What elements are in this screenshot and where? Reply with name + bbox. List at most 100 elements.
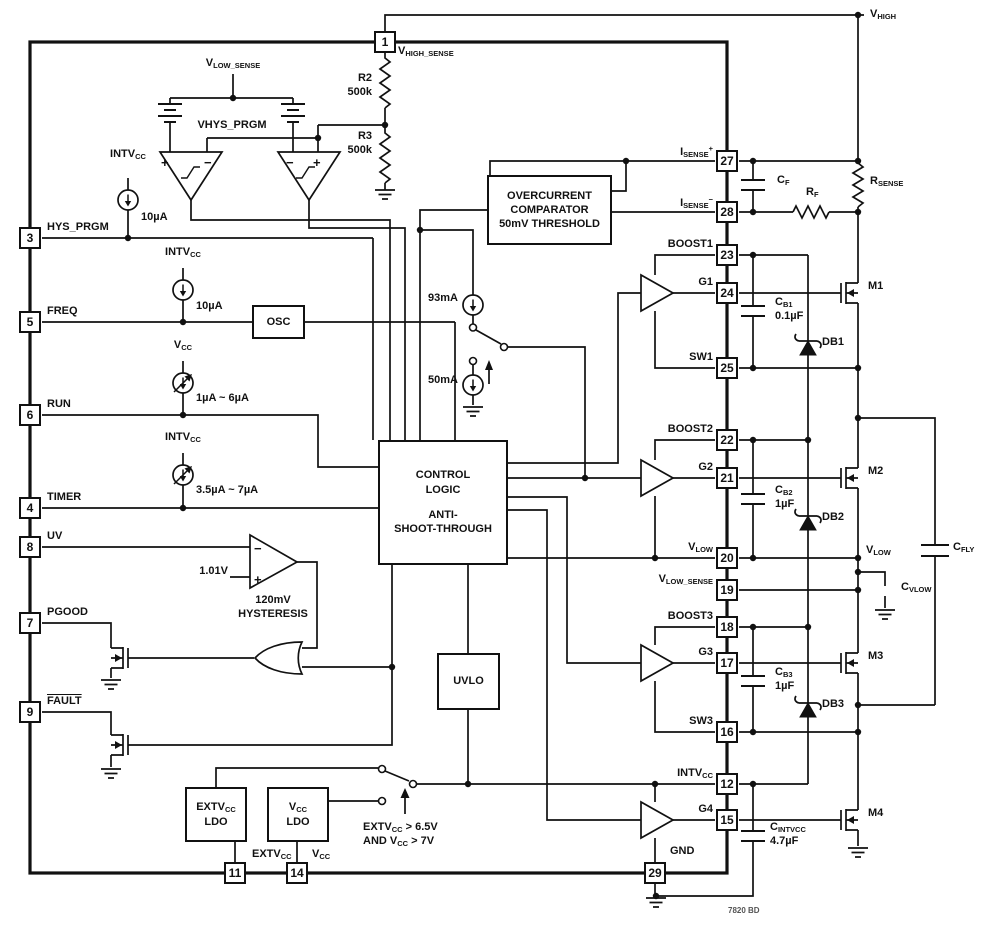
driver-g3 bbox=[640, 643, 675, 683]
pin-19: 19 bbox=[716, 579, 738, 601]
pin-20: 20 bbox=[716, 547, 738, 569]
wire-ext-right bbox=[739, 160, 858, 821]
pin-8: 8 bbox=[19, 536, 41, 558]
wire-run bbox=[42, 361, 378, 468]
pin-22: 22 bbox=[716, 429, 738, 451]
wire-timer bbox=[42, 453, 378, 509]
label-vlow-sense-top: VLOW_SENSE bbox=[205, 57, 261, 70]
diagram-code: 7820 BD bbox=[728, 906, 760, 915]
label-freq: FREQ bbox=[47, 305, 78, 317]
wire-fault-net bbox=[140, 565, 393, 746]
comparator-outputs bbox=[190, 200, 406, 440]
comparator-uv bbox=[249, 533, 299, 590]
pin-15: 15 bbox=[716, 809, 738, 831]
vcc-ldo-block: VCC LDO bbox=[267, 787, 329, 842]
wire-vlow-sense-top bbox=[169, 74, 294, 152]
label-db3: DB3 bbox=[822, 698, 845, 710]
pin-6: 6 bbox=[19, 404, 41, 426]
switch-contacts bbox=[377, 323, 509, 806]
label-extvcc: EXTVCC bbox=[252, 848, 292, 861]
label-hys-prgm: HYS_PRGM bbox=[47, 221, 109, 233]
label-sw3: SW3 bbox=[689, 715, 713, 727]
cap-cfly-plates bbox=[921, 544, 949, 557]
label-sw1: SW1 bbox=[689, 351, 713, 363]
control-logic-block: CONTROL LOGIC ANTI- SHOOT-THROUGH bbox=[378, 440, 508, 565]
label-isense-plus: ISENSE+ bbox=[680, 144, 713, 159]
label-fault: FAULT bbox=[47, 695, 82, 707]
cap-plates bbox=[741, 179, 765, 842]
plus-sign: + bbox=[313, 155, 321, 170]
mosfet-m4 bbox=[828, 808, 859, 832]
wire-caps bbox=[654, 161, 754, 897]
label-g1: G1 bbox=[698, 276, 713, 288]
current-source-93ma bbox=[462, 294, 484, 316]
pin-1: 1 bbox=[374, 31, 396, 53]
mosfet-pgood bbox=[110, 646, 141, 670]
label-uv: UV bbox=[47, 530, 63, 542]
label-gnd: GND bbox=[670, 845, 695, 857]
pin-18: 18 bbox=[716, 616, 738, 638]
label-run: RUN bbox=[47, 398, 71, 410]
label-m1: M1 bbox=[868, 280, 884, 292]
label-vhigh: VHIGH bbox=[870, 8, 897, 21]
pin-9: 9 bbox=[19, 701, 41, 723]
pin-5: 5 bbox=[19, 311, 41, 333]
gate-drivers bbox=[640, 273, 675, 840]
label-g2: G2 bbox=[698, 461, 713, 473]
label-vlow-pin: VLOW bbox=[688, 541, 713, 554]
extvcc-ldo-block: EXTVCC LDO bbox=[185, 787, 247, 842]
resistor-rf bbox=[792, 204, 830, 220]
current-source-timer bbox=[173, 465, 193, 485]
wire-uv bbox=[42, 546, 250, 578]
label-timer: TIMER bbox=[47, 491, 82, 503]
wire-or bbox=[140, 657, 392, 668]
label-db1: DB1 bbox=[822, 336, 845, 348]
wire-power-stack bbox=[857, 303, 936, 846]
wire-ldo bbox=[215, 767, 715, 862]
minus-sign: − bbox=[286, 155, 294, 170]
label-3_5ua-7ua: 3.5µA ~ 7µA bbox=[196, 484, 259, 496]
battery-right bbox=[281, 103, 305, 123]
label-vhys-prgm: VHYS_PRGM bbox=[197, 119, 267, 131]
label-m2: M2 bbox=[868, 465, 884, 477]
label-g4: G4 bbox=[698, 803, 713, 815]
label-1_01v: 1.01V bbox=[199, 565, 228, 577]
label-pgood: PGOOD bbox=[47, 606, 88, 618]
label-g3: G3 bbox=[698, 646, 713, 658]
plus-sign: + bbox=[254, 572, 262, 587]
label-vlow-sense-pin: VLOW_SENSE bbox=[658, 573, 713, 586]
comparator-left bbox=[158, 151, 224, 202]
label-vcc: VCC bbox=[312, 848, 331, 861]
wire-pgood bbox=[42, 622, 112, 678]
pin-21: 21 bbox=[716, 467, 738, 489]
pin-14: 14 bbox=[286, 862, 308, 884]
overcurrent-comparator-block: OVERCURRENT COMPARATOR 50mV THRESHOLD bbox=[487, 175, 612, 245]
uvlo-block: UVLO bbox=[437, 653, 500, 710]
arrowheads bbox=[400, 360, 493, 798]
wire-driver-rails bbox=[508, 254, 715, 862]
label-1ua-6ua: 1µA ~ 6µA bbox=[196, 392, 249, 404]
label-rsense: RSENSE bbox=[870, 175, 904, 188]
pin-28: 28 bbox=[716, 201, 738, 223]
label-m4: M4 bbox=[868, 807, 884, 819]
mosfet-fault bbox=[110, 733, 141, 757]
current-source-hys bbox=[117, 189, 139, 211]
label-vcc-run: VCC bbox=[173, 339, 193, 352]
wire-uv-out bbox=[297, 561, 318, 649]
current-source-50ma bbox=[462, 374, 484, 396]
junction-dots bbox=[124, 11, 862, 900]
label-cfly: CFLY bbox=[953, 541, 975, 554]
pin-11: 11 bbox=[224, 862, 246, 884]
pin-24: 24 bbox=[716, 282, 738, 304]
wire-vhigh bbox=[384, 14, 864, 163]
wire-isense bbox=[419, 160, 715, 440]
mosfet-m1 bbox=[828, 281, 859, 305]
label-10ua-freq: 10µA bbox=[196, 300, 223, 312]
minus-sign: − bbox=[254, 541, 262, 556]
mosfet-m3 bbox=[828, 651, 859, 675]
wire-driver-inputs bbox=[508, 292, 641, 821]
